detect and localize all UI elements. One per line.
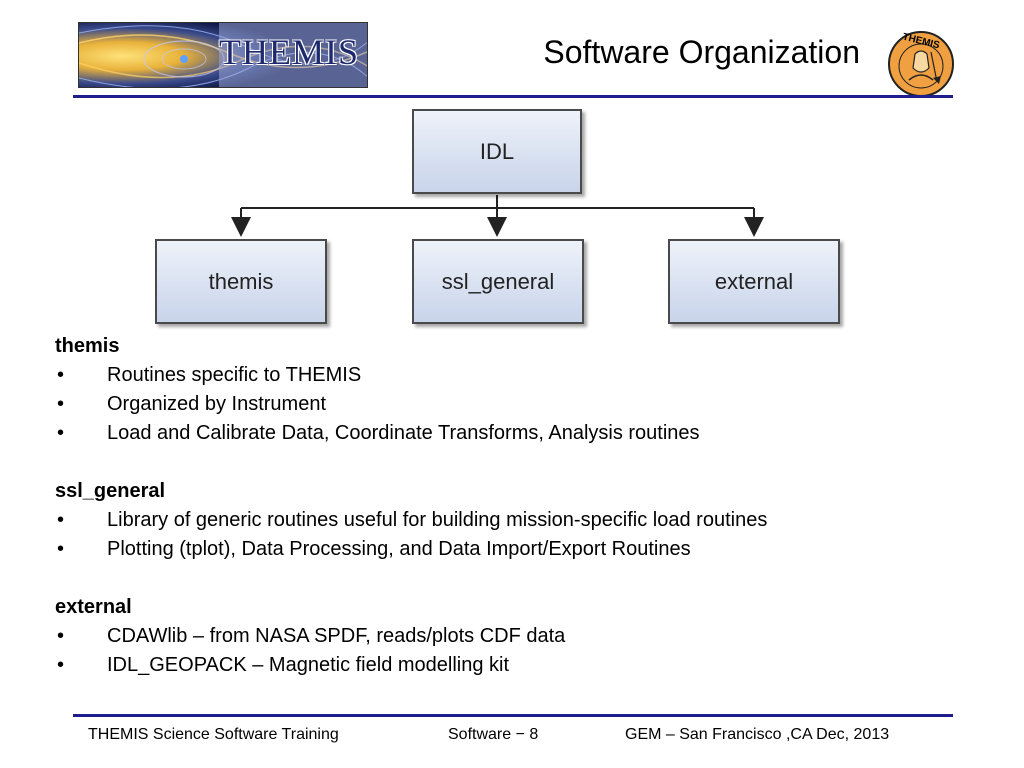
bullet-item: • Load and Calibrate Data, Coordinate Tra…: [55, 419, 975, 448]
section-spacer: [55, 564, 975, 593]
bullet-text: Organized by Instrument: [107, 393, 326, 415]
bullet-item: • Plotting (tplot), Data Processing, and …: [55, 535, 975, 564]
themis-seal-logo: THEMIS: [887, 30, 955, 98]
node-idl: IDL: [412, 109, 582, 194]
section-external: external • CDAWlib – from NASA SPDF, read…: [55, 593, 975, 680]
node-external: external: [668, 239, 840, 324]
slide-title: Software Organization: [543, 34, 860, 70]
footer-event-date: GEM – San Francisco ,CA Dec, 2013: [625, 726, 890, 743]
bullet-text: IDL_GEOPACK – Magnetic field modelling k…: [107, 654, 510, 676]
bullet-glyph: •: [57, 509, 65, 531]
bullet-glyph: •: [57, 654, 65, 676]
bullet-item: • Organized by Instrument: [55, 390, 975, 419]
bullet-text: Plotting (tplot), Data Processing, and D…: [107, 538, 691, 560]
section-themis: themis • Routines specific to THEMIS • Org…: [55, 332, 975, 448]
node-themis: themis: [155, 239, 327, 324]
header-divider: [73, 95, 953, 98]
section-ssl-general: ssl_general • Library of generic routines…: [55, 477, 975, 564]
bullet-text: Library of generic routines useful for b…: [107, 509, 768, 531]
diagram-connectors: [231, 195, 764, 237]
bullet-text: Routines specific to THEMIS: [107, 364, 362, 386]
bullet-item: • IDL_GEOPACK – Magnetic field modelling …: [55, 651, 975, 680]
footer-page-number: Software − 8: [448, 726, 539, 743]
bullet-item: • Routines specific to THEMIS: [55, 361, 975, 390]
bullet-glyph: •: [57, 625, 65, 647]
section-heading: themis: [55, 335, 120, 357]
footer-course-name: THEMIS Science Software Training: [88, 726, 339, 743]
magnetosphere-image: [79, 23, 367, 87]
section-heading: external: [55, 596, 132, 618]
bullet-glyph: •: [57, 422, 65, 444]
bullet-glyph: •: [57, 364, 65, 386]
node-ssl-general: ssl_general: [412, 239, 584, 324]
software-hierarchy-diagram: IDL themis ssl_general external: [150, 105, 845, 330]
bullet-item: • CDAWlib – from NASA SPDF, reads/plots C…: [55, 622, 975, 651]
section-heading: ssl_general: [55, 480, 166, 502]
footer-divider: [73, 714, 953, 717]
bullet-glyph: •: [57, 538, 65, 560]
section-spacer: [55, 448, 975, 477]
bullet-text: CDAWlib – from NASA SPDF, reads/plots CD…: [107, 625, 566, 647]
bullet-glyph: •: [57, 393, 65, 415]
bullet-item: • Library of generic routines useful for …: [55, 506, 975, 535]
logo-wordmark: THEMIS: [219, 32, 359, 72]
slide-body: themis • Routines specific to THEMIS • Org…: [55, 332, 975, 680]
bullet-text: Load and Calibrate Data, Coordinate Tran…: [107, 422, 700, 444]
themis-banner-logo: THEMIS: [78, 22, 368, 88]
seal-emblem-icon: [888, 31, 954, 97]
